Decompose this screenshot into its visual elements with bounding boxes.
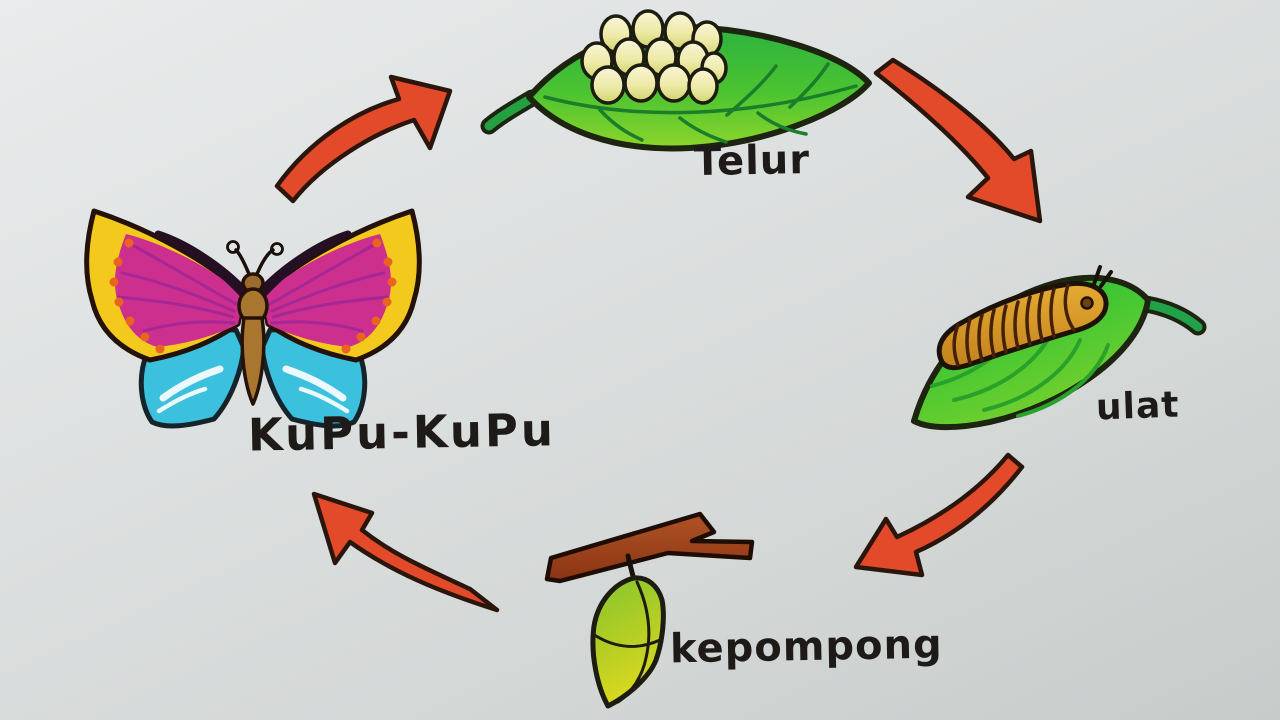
antenna-curl-right (270, 242, 284, 256)
leaf-veins (543, 62, 858, 144)
hindwing-highlights (156, 365, 224, 414)
stage-label-ulat: ulat (1095, 384, 1181, 429)
egg (590, 65, 626, 105)
telur-illustration (480, 9, 872, 152)
egg-cluster (580, 9, 728, 105)
forewing-streaks (116, 244, 238, 333)
arrow-kepompong-to-kupukupu (311, 491, 500, 613)
leaf-stem-fill (1141, 299, 1203, 332)
chrysalis-segments (594, 580, 662, 704)
ulat-illustration (911, 265, 1207, 431)
wing-root-shadow (154, 230, 251, 302)
stage-label-kepompong: kepompong (669, 621, 944, 673)
stage-label-kupu-kupu: KuPu-KuPu (247, 403, 557, 462)
caterpillar (936, 265, 1113, 371)
antenna-right (255, 248, 275, 276)
kepompong-illustration (544, 511, 755, 709)
antenna-curl-left (226, 240, 240, 254)
stage-label-telur: Telur (693, 136, 811, 186)
kupukupu-illustration (84, 208, 420, 429)
abdomen (240, 316, 266, 406)
caterpillar-antennae (1092, 265, 1113, 288)
arrow-ulat-to-kepompong (853, 452, 1025, 578)
butterfly-right-wings (259, 211, 419, 426)
leaf-veins (930, 329, 1110, 418)
caterpillar-eye (1080, 296, 1094, 310)
antenna-left (234, 248, 251, 276)
caterpillar-stripes (952, 283, 1076, 367)
arrow-kupukupu-to-telur (274, 74, 453, 204)
leaf-stem-fill (484, 93, 537, 131)
branch (544, 511, 755, 584)
egg (687, 67, 719, 105)
butterfly-left-wings (84, 208, 251, 429)
egg (623, 63, 659, 103)
forewing-dots (109, 238, 165, 354)
butterfly-body (226, 240, 284, 406)
arrow-telur-to-ulat (873, 57, 1043, 224)
cycle-arrows (274, 57, 1043, 613)
egg (656, 63, 692, 103)
